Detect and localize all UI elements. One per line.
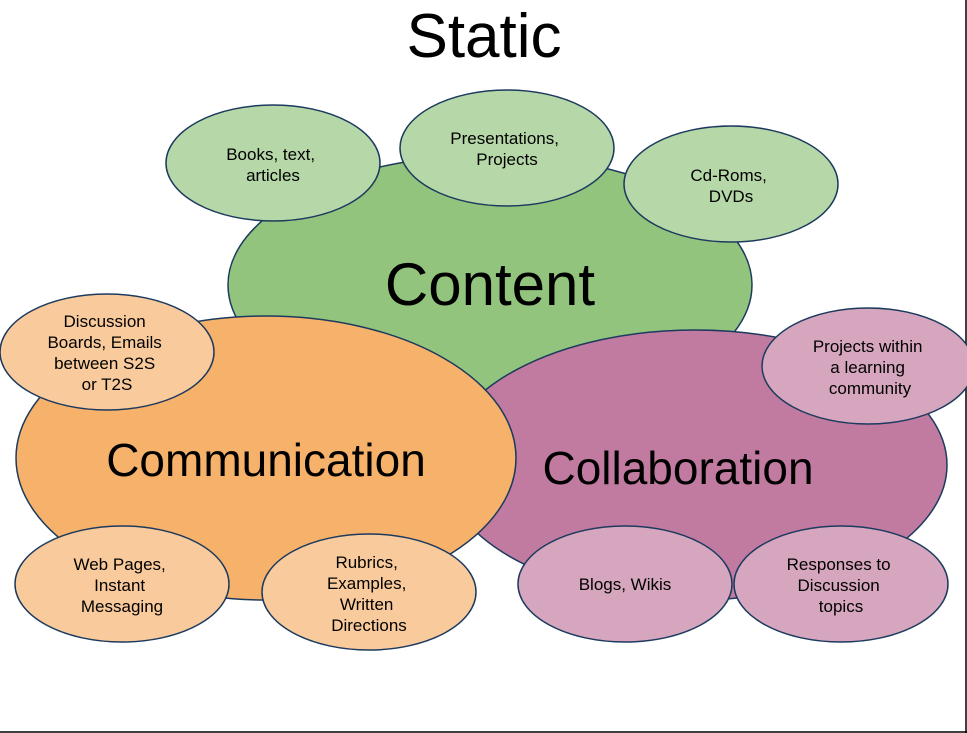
- svg-text:Projects within a learni: Projects within a learning community: [813, 337, 927, 398]
- communication-item-rubrics: Rubrics, Examples, Written Directions: [261, 533, 477, 651]
- collaboration-item-blogs: Blogs, Wikis: [517, 525, 733, 643]
- content-item-presentations-line-2: Projects: [476, 150, 537, 169]
- communication-item-rubrics-line-2: Examples,: [327, 574, 406, 593]
- communication-item-discussion-boards: Discussion Boards, Emails between S2S or…: [0, 293, 215, 411]
- collaboration-item-projects-line-3: community: [829, 379, 912, 398]
- communication-item-discussion-line-4: or T2S: [82, 375, 133, 394]
- diagram-title: Static: [406, 2, 561, 71]
- svg-text:Discussion Boards, Email: Discussion Boards, Emails between S2S or…: [47, 312, 166, 394]
- communication-item-web-line-2: Instant: [94, 576, 145, 595]
- svg-text:Web Pages, Instant: Web Pages, Instant Messaging: [73, 555, 170, 616]
- communication-item-web-line-3: Messaging: [81, 597, 163, 616]
- communication-item-discussion-line-2: Boards, Emails: [47, 333, 161, 352]
- svg-text:Presentations, Projects: Presentations, Projects: [450, 129, 563, 169]
- content-item-books-line-1: Books, text,: [226, 145, 315, 164]
- content-item-presentations: Presentations, Projects: [399, 89, 615, 207]
- svg-text:Rubrics, Examples,: Rubrics, Examples, Written Directions: [327, 553, 411, 635]
- collaboration-item-responses-line-3: topics: [819, 597, 863, 616]
- collaboration-item-projects: Projects within a learning community: [761, 307, 967, 425]
- content-item-cdroms-line-1: Cd-Roms,: [690, 166, 767, 185]
- collaboration-label: Collaboration: [542, 442, 813, 494]
- content-item-books: Books, text, articles: [165, 104, 381, 222]
- content-item-presentations-line-1: Presentations,: [450, 129, 559, 148]
- communication-item-web-line-1: Web Pages,: [73, 555, 165, 574]
- svg-text:Books, text, articles: Books, text, articles: [226, 145, 320, 185]
- communication-item-rubrics-line-4: Directions: [331, 616, 407, 635]
- collaboration-item-responses-line-2: Discussion: [798, 576, 880, 595]
- svg-text:Blogs, Wikis: Blogs, Wikis: [579, 575, 672, 594]
- content-item-cdroms: Cd-Roms, DVDs: [623, 125, 839, 243]
- communication-label: Communication: [106, 434, 426, 486]
- collaboration-item-projects-line-2: a learning: [830, 358, 905, 377]
- communication-item-discussion-line-3: between S2S: [54, 354, 155, 373]
- content-label: Content: [385, 251, 595, 318]
- svg-text:Responses to Discussion: Responses to Discussion topics: [787, 555, 896, 616]
- collaboration-item-projects-line-1: Projects within: [813, 337, 923, 356]
- collaboration-item-responses: Responses to Discussion topics: [733, 525, 949, 643]
- communication-item-web-pages: Web Pages, Instant Messaging: [14, 525, 230, 643]
- content-item-books-line-2: articles: [246, 166, 300, 185]
- collaboration-item-blogs-line-1: Blogs, Wikis: [579, 575, 672, 594]
- svg-text:Cd-Roms, DVDs: Cd-Roms, DVDs: [690, 166, 771, 206]
- communication-item-rubrics-line-1: Rubrics,: [335, 553, 397, 572]
- communication-item-rubrics-line-3: Written: [340, 595, 394, 614]
- content-item-cdroms-line-2: DVDs: [709, 187, 753, 206]
- collaboration-item-responses-line-1: Responses to: [787, 555, 891, 574]
- communication-item-discussion-line-1: Discussion: [64, 312, 146, 331]
